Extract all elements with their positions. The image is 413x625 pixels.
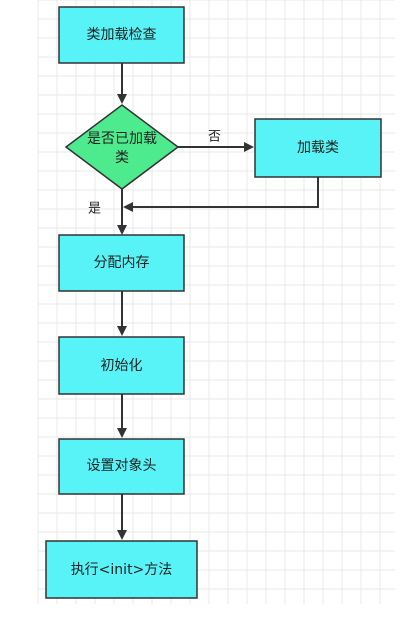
process-box [58, 6, 185, 64]
process-box [45, 540, 198, 599]
process-box [58, 336, 185, 395]
edge-label-yes: 是 [88, 202, 101, 217]
node-label-line1: 是否已加载 [87, 131, 157, 147]
node-initialize: 初始化 [58, 336, 185, 395]
node-load-class: 加载类 [254, 118, 382, 178]
node-set-object-header: 设置对象头 [58, 438, 185, 495]
decision-diamond [64, 104, 180, 190]
process-box [58, 438, 185, 495]
node-label: 执行<init>方法 [71, 562, 173, 578]
node-label: 类加载检查 [87, 27, 157, 43]
node-label: 设置对象头 [87, 458, 157, 474]
node-allocate-memory: 分配内存 [58, 234, 185, 292]
edges [117, 63, 319, 540]
node-label-line2: 类 [115, 150, 129, 166]
process-box [254, 118, 382, 178]
edge-load-class-back [123, 177, 319, 212]
process-box [58, 234, 185, 292]
node-execute-init: 执行<init>方法 [45, 540, 198, 599]
edge-label-no: 否 [208, 130, 221, 145]
node-label: 初始化 [101, 357, 143, 374]
node-class-load-check: 类加载检查 [58, 6, 185, 64]
background-grid [37, 0, 395, 604]
node-label: 加载类 [297, 140, 339, 156]
node-label: 分配内存 [94, 255, 150, 271]
node-is-loaded-decision: 是否已加载 类 [64, 104, 180, 190]
